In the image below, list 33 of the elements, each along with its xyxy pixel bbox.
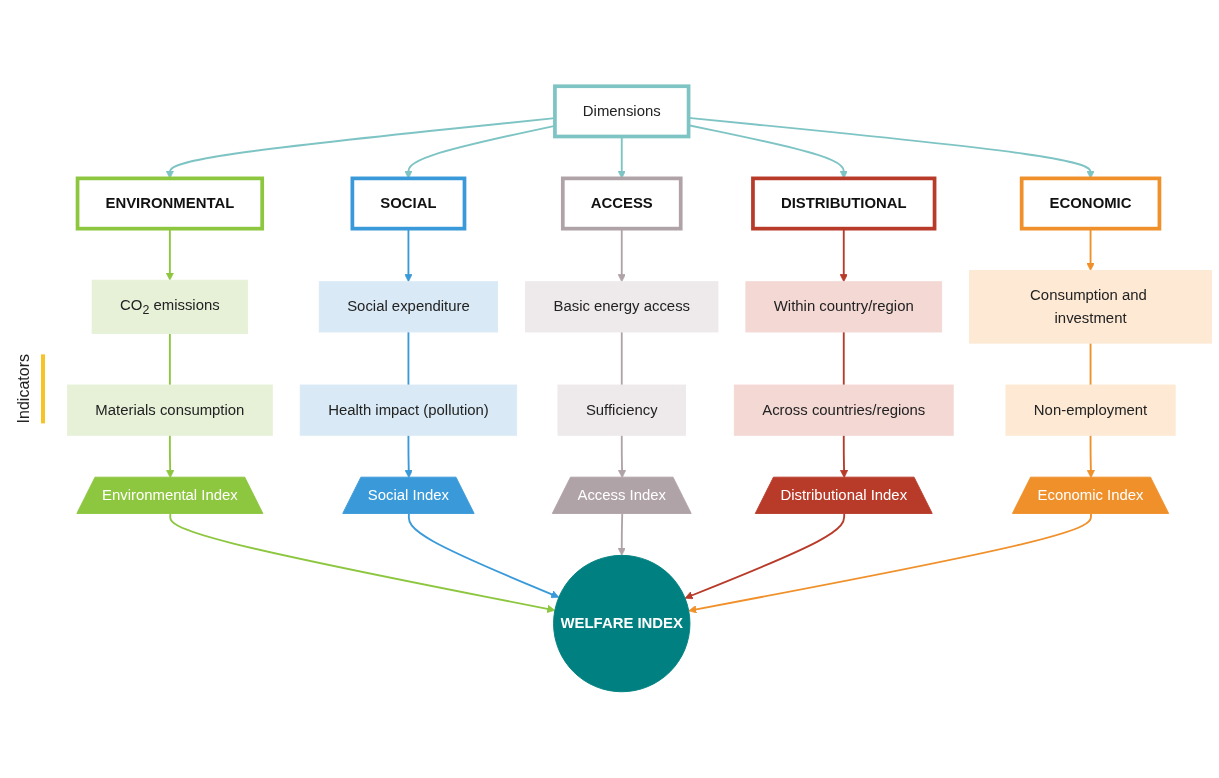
- node-box: Non-employment: [1005, 384, 1176, 436]
- connector: [620, 331, 623, 386]
- arrow: [404, 434, 413, 478]
- node-box: ACCESS: [560, 176, 683, 231]
- arrow: [688, 513, 1092, 614]
- node-box: Across countries/regions: [733, 384, 954, 436]
- arrow: [839, 434, 849, 478]
- node-box: ECONOMIC: [1019, 176, 1162, 231]
- node-box: Health impact (pollution): [299, 384, 518, 436]
- arrow: [684, 513, 846, 600]
- node-box: DISTRIBUTIONAL: [751, 176, 937, 231]
- node-box: Within country/region: [745, 281, 943, 333]
- arrow: [1086, 434, 1095, 478]
- arrow: [407, 513, 560, 599]
- node-box: Basic energy access: [525, 281, 719, 333]
- node-box: Social expenditure: [318, 281, 499, 333]
- connector: [168, 332, 171, 386]
- axis-label: Indicators: [15, 354, 45, 424]
- node-box: ENVIRONMENTAL: [75, 176, 265, 231]
- connector: [407, 331, 410, 386]
- node-box: CO$_{2}$ emissions: [91, 279, 249, 334]
- arrow: [169, 513, 556, 613]
- arrow: [166, 434, 175, 478]
- node-box: Sufficiency: [557, 384, 686, 436]
- node-box: SOCIAL: [350, 176, 467, 231]
- connector: [1089, 342, 1092, 386]
- connector: [842, 331, 845, 386]
- node-box: Materials consumption: [67, 384, 273, 436]
- arrow: [617, 434, 627, 478]
- node-circle: WELFARE INDEX: [553, 554, 691, 693]
- node-box: Dimensions: [553, 84, 691, 139]
- node-box: Consumption and investment: [969, 270, 1212, 344]
- arrow: [617, 513, 626, 556]
